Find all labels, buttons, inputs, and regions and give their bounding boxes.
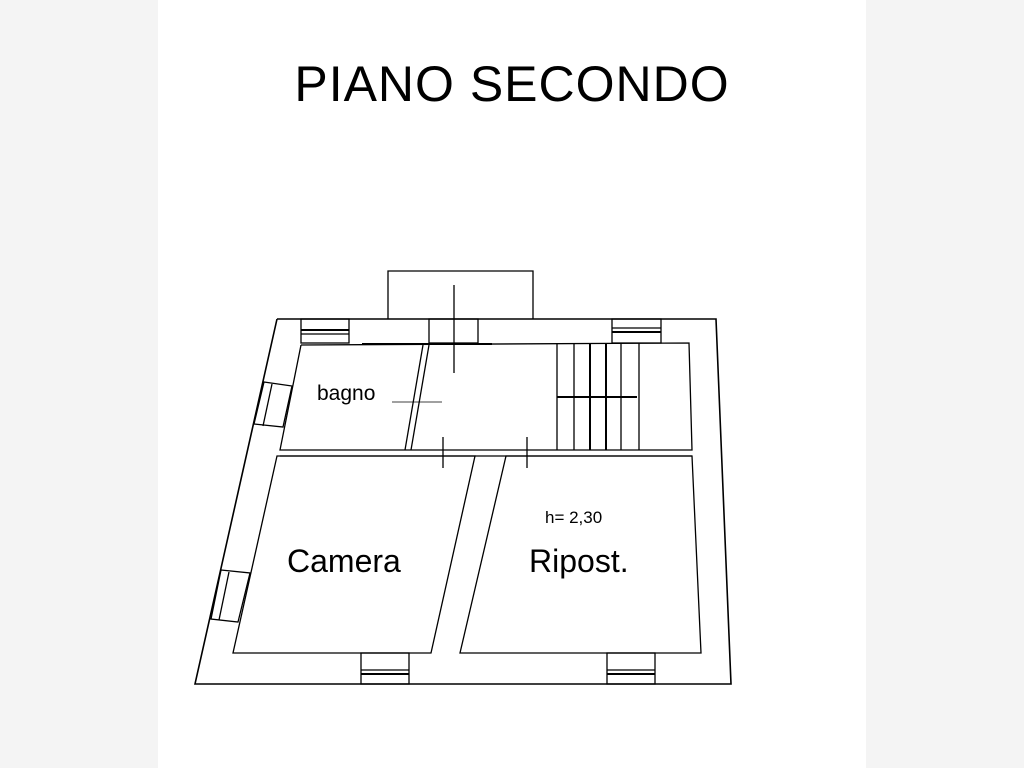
ripostiglio-room — [459, 455, 702, 654]
stairs — [556, 343, 640, 450]
reference-marks — [362, 285, 528, 468]
camera-room — [232, 455, 476, 654]
room-label-ripostiglio: Ripost. — [529, 543, 629, 579]
room-label-camera: Camera — [287, 543, 401, 579]
outer-walls — [194, 318, 732, 685]
page-title: PIANO SECONDO — [294, 56, 730, 112]
room-label-bagno: bagno — [317, 382, 376, 405]
bagno-partition — [404, 344, 430, 451]
stair-landing-box — [387, 270, 534, 319]
ceiling-height-label: h= 2,30 — [545, 508, 603, 527]
